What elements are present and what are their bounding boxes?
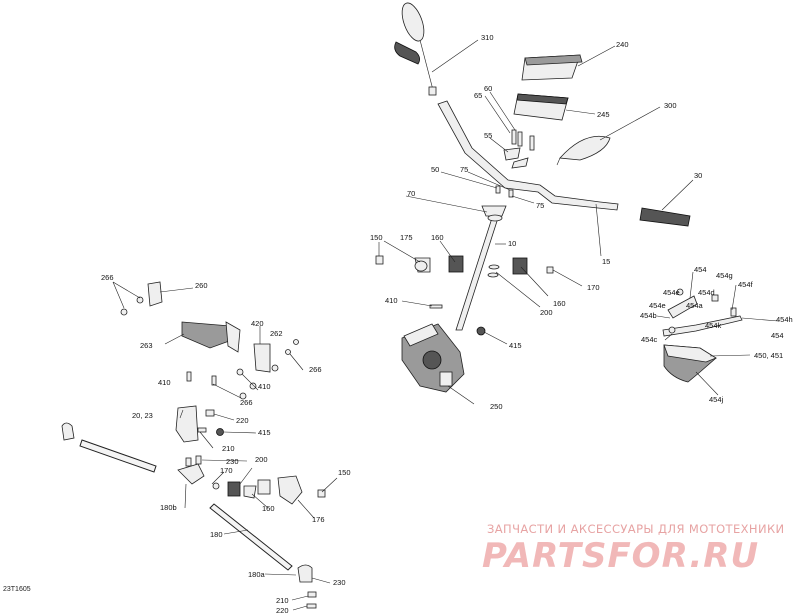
callout-180b: 180b <box>160 503 177 512</box>
callout-266-lower: 266 <box>240 398 253 407</box>
callout-150-upper: 150 <box>370 233 383 242</box>
callout-410-left: 410 <box>158 378 171 387</box>
callout-55: 55 <box>484 131 492 140</box>
watermark-tagline: ЗАПЧАСТИ И АКСЕССУАРЫ ДЛЯ МОТОТЕХНИКИ <box>487 522 785 536</box>
callout-160-upper: 160 <box>431 233 444 242</box>
watermark-brand: PARTSFOR.RU <box>482 536 759 576</box>
callout-176: 176 <box>312 515 325 524</box>
callout-50: 50 <box>431 165 439 174</box>
bushings-160-left <box>227 475 326 505</box>
callout-60: 60 <box>484 84 492 93</box>
left-mirror <box>401 2 437 96</box>
callout-266-right: 266 <box>309 365 322 374</box>
callout-160-lower: 160 <box>262 504 275 513</box>
pitman-arm-20 <box>175 405 224 443</box>
callout-200-lower: 200 <box>255 455 268 464</box>
callout-310: 310 <box>481 33 494 42</box>
callout-180a: 180a <box>248 570 266 579</box>
tie-rod-lower <box>209 503 317 609</box>
callout-415-upper: 415 <box>509 341 522 350</box>
callout-230-lower: 230 <box>333 578 346 587</box>
callout-75-upper: 75 <box>460 165 468 174</box>
callout-410-upper: 410 <box>385 296 398 305</box>
callout-454f: 454f <box>738 280 754 289</box>
callout-454-top: 454 <box>694 265 707 274</box>
callout-300: 300 <box>664 101 677 110</box>
footrest-263 <box>181 321 241 353</box>
callout-180: 180 <box>210 530 223 539</box>
callout-labels: 310 240 60 65 245 300 55 50 75 75 70 30 … <box>101 33 793 615</box>
callout-170-lower: 170 <box>220 466 233 475</box>
callout-266-top: 266 <box>101 273 114 282</box>
callout-175: 175 <box>400 233 413 242</box>
callout-454a: 454a <box>686 301 704 310</box>
callout-250: 250 <box>490 402 503 411</box>
callout-454b: 454b <box>640 311 657 320</box>
handlebar <box>437 100 619 211</box>
callout-454e-upper: 454e <box>663 288 680 297</box>
callout-240: 240 <box>616 40 629 49</box>
callout-415-lower: 415 <box>258 428 271 437</box>
callout-20-23: 20, 23 <box>132 411 153 420</box>
callout-245: 245 <box>597 110 610 119</box>
handlebar-pad-bottom <box>513 93 569 121</box>
callout-220-upper: 220 <box>236 416 249 425</box>
handlebar-clamps <box>495 129 535 198</box>
callout-454k: 454k <box>705 321 722 330</box>
callout-65: 65 <box>474 91 482 100</box>
callout-210-upper: 210 <box>222 444 235 453</box>
callout-210-lower: 210 <box>276 596 289 605</box>
callout-454g: 454g <box>716 271 733 280</box>
callout-260: 260 <box>195 281 208 290</box>
callout-70: 70 <box>407 189 415 198</box>
callout-450-451: 450, 451 <box>754 351 783 360</box>
callout-263: 263 <box>140 341 153 350</box>
callout-75-lower: 75 <box>536 201 544 210</box>
steering-column <box>455 205 507 331</box>
callout-454j: 454j <box>709 395 724 404</box>
handlebar-pad-top <box>521 54 583 81</box>
small-fasteners-left <box>120 296 299 400</box>
callout-454e-lower: 454e <box>649 301 666 310</box>
left-grip <box>394 41 420 65</box>
callout-454h: 454h <box>776 315 793 324</box>
callout-454-side: 454 <box>771 331 784 340</box>
callout-30: 30 <box>694 171 702 180</box>
bracket-262 <box>253 343 271 373</box>
callout-150-lower: 150 <box>338 468 351 477</box>
steering-arm-180b <box>177 455 220 490</box>
diagram-ref-code: 23T1605 <box>3 586 31 593</box>
power-steering-unit <box>401 323 465 393</box>
callout-262: 262 <box>270 329 283 338</box>
bracket-260 <box>147 281 163 307</box>
callout-200-upper: 200 <box>540 308 553 317</box>
callout-170-upper: 170 <box>587 283 600 292</box>
callout-230-upper: 230 <box>226 457 239 466</box>
leader-lines <box>112 39 779 611</box>
callout-160-mid: 160 <box>553 299 566 308</box>
callout-220-lower: 220 <box>276 606 289 615</box>
callout-410-mid: 410 <box>258 382 271 391</box>
callout-454d: 454d <box>698 288 715 297</box>
callout-15: 15 <box>602 257 610 266</box>
callout-420: 420 <box>251 319 264 328</box>
handguard-assembly <box>662 288 743 383</box>
callout-10: 10 <box>508 239 516 248</box>
right-mirror <box>556 135 611 166</box>
callout-454c: 454c <box>641 335 658 344</box>
tie-rod-upper <box>61 422 157 473</box>
right-grip <box>639 207 691 227</box>
